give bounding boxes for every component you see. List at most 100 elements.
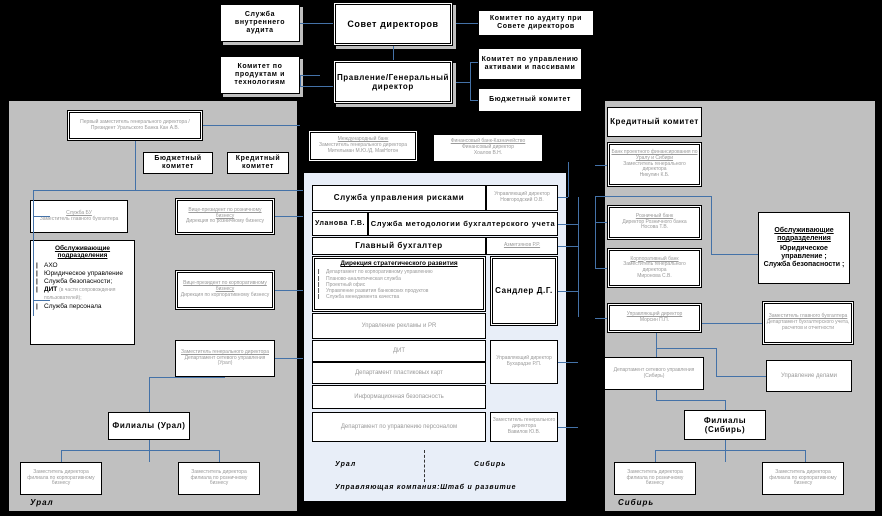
- connector-audit-board: [300, 23, 333, 24]
- connector-management-right: [456, 82, 470, 83]
- box-strategic-development[interactable]: Дирекция стратегического развития Департ…: [312, 256, 486, 312]
- credit-committee-sibir-label: Кредитный комитет: [610, 117, 699, 127]
- box-alm-committee[interactable]: Комитет по управлению активами и пассива…: [478, 48, 582, 80]
- box-corporate-bank[interactable]: Корпоративный банк Заместитель генеральн…: [607, 248, 702, 288]
- hr-department-label: Департамент по управлению персоналом: [340, 423, 458, 430]
- box-deputy-chief-accountant-sibir[interactable]: Заместитель главного бухгалтера Департам…: [762, 301, 854, 345]
- box-treasury-bank[interactable]: Финансовый банк-Казначейство Финансовый …: [433, 134, 543, 162]
- box-managing-director-novgorodsky[interactable]: Управляющий директор Новгородский О.В.: [486, 185, 558, 211]
- list-item: Юридическое управление: [33, 270, 132, 278]
- deputy-network-ural-title: Заместитель генерального директора: [180, 348, 269, 355]
- board-of-directors-label: Совет директоров: [347, 18, 439, 29]
- bukharadze-title: Управляющий директор: [496, 355, 552, 362]
- branch-retail-sibir-label: Заместитель директора филиала по розничн…: [626, 468, 684, 487]
- connector-network-to-branches: [149, 377, 150, 412]
- panel-ural-label: Урал: [30, 498, 54, 507]
- box-bukharadze[interactable]: Управляющий директор Бухарадзе Р.П.: [490, 340, 558, 384]
- list-item: Управление развития банковских продуктов: [315, 288, 483, 295]
- connector-deputy-to-right: [203, 125, 300, 126]
- connector-bukharadze-right: [558, 362, 578, 363]
- box-project-finance[interactable]: Банк проектного финансирования по Уралу …: [607, 142, 702, 187]
- connector-sandler-right: [558, 291, 578, 292]
- connector-project-finance-left: [595, 165, 607, 166]
- novgorodsky-title: Управляющий директор: [494, 191, 550, 198]
- dit-main: ДИТ: [44, 286, 58, 294]
- box-accounting-methodology[interactable]: Служба методологии бухгалтерского учета: [368, 212, 558, 236]
- box-first-deputy[interactable]: Первый заместитель генерального директор…: [67, 110, 203, 141]
- connector-morsin-down: [656, 333, 657, 357]
- box-internal-audit[interactable]: Служба внутреннего аудита: [220, 4, 300, 42]
- box-credit-committee-ural[interactable]: Кредитный комитет: [227, 152, 289, 174]
- service-units-sibir-item-2: Служба безопасности ;: [763, 261, 845, 269]
- box-affairs-dept[interactable]: Управление делами: [766, 360, 852, 392]
- box-plastic-cards[interactable]: Департамент пластиковых карт: [312, 362, 486, 384]
- connector-treasury-down: [568, 162, 569, 197]
- connector-board-audit-committee: [456, 23, 478, 24]
- connector-network-sibir-down: [656, 390, 657, 400]
- box-hr-department[interactable]: Департамент по управлению персоналом: [312, 412, 486, 442]
- connector-branch-right: [219, 450, 220, 462]
- box-branch-corp-ural[interactable]: Заместитель директора филиала по корпора…: [20, 462, 102, 495]
- list-item: Служба менеджмента качества: [315, 294, 483, 301]
- box-deputy-network-ural[interactable]: Заместитель генерального директора Депар…: [175, 340, 275, 377]
- connector-affairs-vert: [716, 348, 717, 376]
- service-units-sibir-title: Обслуживающие подразделения: [774, 226, 834, 242]
- budget-committee-ural-label: Бюджетный комитет: [154, 154, 202, 170]
- box-vp-corporate[interactable]: Вице-президент по корпоративному бизнесу…: [175, 270, 275, 310]
- vavilov-title: Заместитель генерального директора: [492, 417, 556, 430]
- box-sandler[interactable]: Сандлер Д.Г.: [490, 256, 558, 326]
- connector-accounting: [33, 216, 50, 217]
- box-board-of-directors[interactable]: Совет директоров: [333, 2, 453, 46]
- box-service-units-ural[interactable]: Обслуживающие подразделения АХО Юридичес…: [30, 240, 135, 345]
- list-item: ДИТ (в части сопровождения пользователей…: [33, 286, 132, 302]
- connector-branch-center: [149, 440, 150, 462]
- list-item: Департамент по корпоративному управлению: [315, 269, 483, 276]
- box-branch-retail-sibir[interactable]: Заместитель директора филиала по розничн…: [614, 462, 696, 495]
- box-chief-accountant[interactable]: Главный бухгалтер: [312, 237, 486, 255]
- project-finance-sub: Заместитель генерального директора: [623, 160, 686, 173]
- network-dept-sibir-label: Департамент сетевого управления (Сибирь): [613, 366, 695, 379]
- treasury-bank-sub: Финансовый директор: [462, 144, 514, 151]
- center-divider: [424, 450, 425, 482]
- connector-branches-sibir-up: [725, 400, 726, 410]
- box-advertising-pr[interactable]: Управление рекламы и PR: [312, 313, 486, 339]
- branch-corp-sibir-label: Заместитель директора филиала по корпора…: [769, 468, 837, 487]
- box-branches-ural[interactable]: Филиалы (Урал): [108, 412, 190, 440]
- bukharadze-name: Бухарадзе Р.П.: [506, 361, 542, 367]
- information-security-label: Информационная безопасность: [354, 393, 444, 400]
- box-international-bank[interactable]: Международный банк Заместитель генеральн…: [308, 130, 418, 162]
- box-products-committee[interactable]: Комитет по продуктам и технологиям: [220, 56, 300, 94]
- box-branch-corp-sibir[interactable]: Заместитель директора филиала по корпора…: [762, 462, 844, 495]
- box-management-board[interactable]: Правление/Генеральный директор: [333, 60, 453, 104]
- box-credit-committee-sibir[interactable]: Кредитный комитет: [607, 107, 702, 137]
- connector-right-bus-left: [595, 196, 596, 268]
- internal-audit-label: Служба внутреннего аудита: [234, 10, 286, 35]
- box-azmetzyanov[interactable]: Азметзянов Р.Р.: [486, 237, 558, 255]
- box-network-dept-sibir[interactable]: Департамент сетевого управления (Сибирь): [604, 357, 704, 390]
- connector-network-branches-h: [149, 377, 225, 378]
- deputy-chief-accountant-sub: Департамент бухгалтерского учета, расчет…: [766, 319, 850, 331]
- box-dit-center[interactable]: ДИТ: [312, 340, 486, 362]
- panel-sibir-label: Сибирь: [618, 498, 655, 507]
- box-branches-sibir[interactable]: Филиалы (Сибирь): [684, 410, 766, 440]
- retail-bank-name: Носова Т.В.: [640, 224, 669, 231]
- box-vp-retail[interactable]: Вице-президент по розничному бизнесу Дир…: [175, 198, 275, 235]
- box-branch-retail-ural[interactable]: Заместитель директора филиала по розничн…: [178, 462, 260, 495]
- box-budget-committee-ural[interactable]: Бюджетный комитет: [143, 152, 213, 174]
- risk-management-label: Служба управления рисками: [333, 193, 465, 203]
- connector-deputy-down: [135, 141, 136, 190]
- box-information-security[interactable]: Информационная безопасность: [312, 385, 486, 409]
- morsin-name: Морсин П.П.: [639, 317, 670, 323]
- box-risk-management[interactable]: Служба управления рисками: [312, 185, 486, 211]
- box-budget-committee-top[interactable]: Бюджетный комитет: [478, 88, 582, 112]
- center-label-sibir: Сибирь: [474, 461, 507, 468]
- box-service-units-sibir[interactable]: Обслуживающие подразделения Юридическое …: [758, 212, 850, 284]
- branches-sibir-label: Филиалы (Сибирь): [703, 415, 747, 434]
- box-managing-director-morsin[interactable]: Управляющий директор Морсин П.П.: [607, 303, 702, 333]
- box-vavilov[interactable]: Заместитель генерального директора Вавил…: [490, 412, 558, 442]
- box-audit-committee[interactable]: Комитет по аудиту при Совете директоров: [478, 10, 594, 36]
- list-item: АХО: [33, 262, 132, 270]
- box-retail-bank[interactable]: Розничный банк Директор Розничного банка…: [607, 205, 702, 240]
- box-ulanova[interactable]: Уланова Г.В.: [312, 212, 368, 236]
